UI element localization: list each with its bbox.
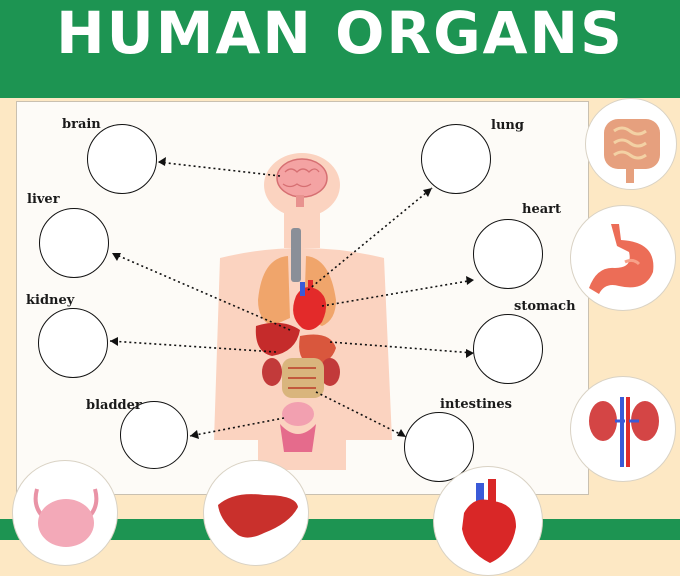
intestines-icon	[604, 119, 660, 183]
label-stomach: stomach	[514, 299, 576, 314]
bladder-icon	[33, 488, 99, 547]
kidneys-icon	[589, 397, 659, 467]
trachea-icon	[291, 228, 301, 282]
leader-liver	[111, 252, 291, 331]
arrowhead-brain	[158, 157, 166, 166]
answer-circle-intestines[interactable]	[404, 412, 474, 482]
arrowhead-kidney	[110, 337, 118, 346]
heart-icon	[462, 479, 516, 563]
card-intestines[interactable]	[585, 98, 677, 190]
title-banner	[0, 0, 680, 98]
card-bladder[interactable]	[12, 460, 118, 566]
bladder-organ-icon	[280, 402, 316, 452]
label-brain: brain	[62, 117, 101, 132]
label-heart: heart	[522, 202, 561, 217]
arrowhead-lung	[423, 188, 432, 197]
card-kidneys[interactable]	[570, 376, 676, 482]
arrowhead-heart	[466, 276, 474, 285]
arrowhead-liver	[112, 253, 121, 261]
answer-circle-stomach[interactable]	[473, 314, 543, 384]
page-title: HUMAN ORGANS	[56, 0, 624, 67]
answer-circle-liver[interactable]	[39, 208, 109, 278]
stomach-organ-icon	[299, 334, 336, 365]
label-intestines: intestines	[440, 397, 512, 412]
brain-icon	[276, 158, 328, 207]
arrowhead-bladder	[190, 430, 199, 439]
label-kidney: kidney	[26, 293, 75, 308]
arrowhead-intestines	[397, 429, 406, 437]
heart-organ-icon	[293, 280, 327, 330]
card-liver[interactable]	[203, 460, 309, 566]
leader-intestines	[315, 391, 407, 438]
label-liver: liver	[27, 192, 60, 207]
card-stomach[interactable]	[570, 205, 676, 311]
arrowhead-stomach	[466, 349, 474, 358]
label-bladder: bladder	[86, 398, 142, 413]
leader-bladder	[189, 417, 285, 437]
answer-circle-brain[interactable]	[87, 124, 157, 194]
stomach-icon	[589, 224, 654, 294]
answer-circle-lung[interactable]	[421, 124, 491, 194]
liver-organ-icon	[255, 322, 300, 356]
intestines-organ-icon	[282, 358, 324, 398]
leader-lung	[307, 187, 433, 291]
answer-circle-kidney[interactable]	[38, 308, 108, 378]
answer-circle-bladder[interactable]	[120, 401, 188, 469]
label-lung: lung	[491, 118, 524, 133]
answer-circle-heart[interactable]	[473, 219, 543, 289]
leader-heart	[321, 279, 475, 307]
liver-icon	[218, 494, 298, 538]
card-heart[interactable]	[433, 466, 543, 576]
body-diagram	[109, 153, 475, 470]
leader-stomach	[329, 341, 475, 354]
kidneys-organ-icon	[262, 358, 340, 386]
leader-brain	[157, 161, 281, 177]
